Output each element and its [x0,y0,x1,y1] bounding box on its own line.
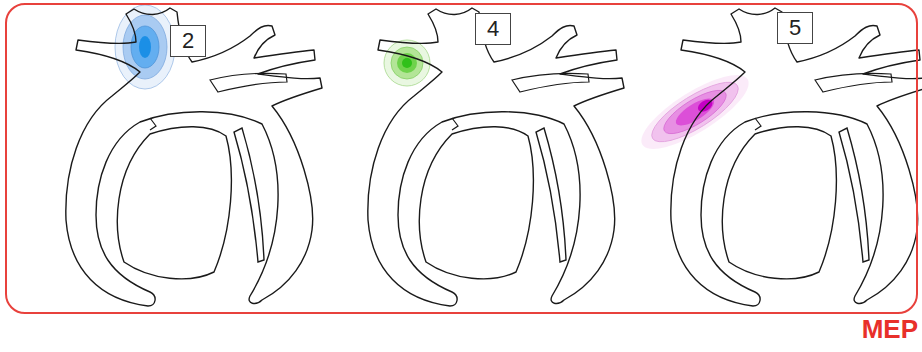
heart-outline [671,8,922,306]
heat-blob [115,5,175,89]
callout-number: 2 [182,29,194,53]
callout-box: 4 [475,13,511,45]
heart-outline [368,8,624,306]
heart-outline [66,8,322,306]
callout-box: 5 [777,12,813,44]
callout-number: 5 [789,16,801,40]
callout-number: 4 [487,17,499,41]
panel-frame: MEP245 [5,3,918,314]
callout-box: 2 [170,25,206,57]
panel-title: MEP [862,314,918,344]
heat-blob [384,40,430,86]
